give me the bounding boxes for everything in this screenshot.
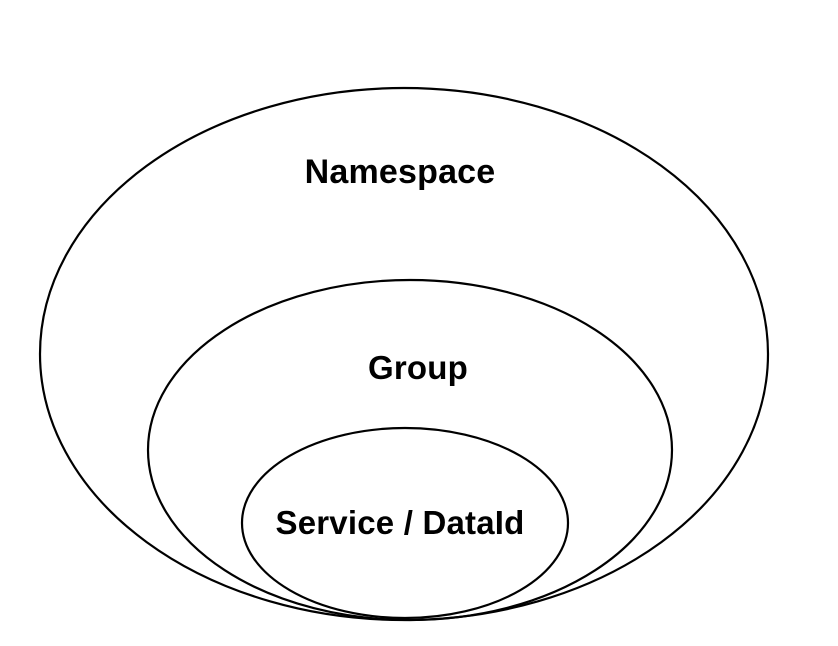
label-service-dataid: Service / DataId xyxy=(276,504,525,541)
ellipse-group[interactable] xyxy=(146,278,674,622)
ellipse-service-dataid[interactable] xyxy=(240,426,570,620)
label-namespace: Namespace xyxy=(305,153,496,191)
label-group: Group xyxy=(368,349,468,386)
